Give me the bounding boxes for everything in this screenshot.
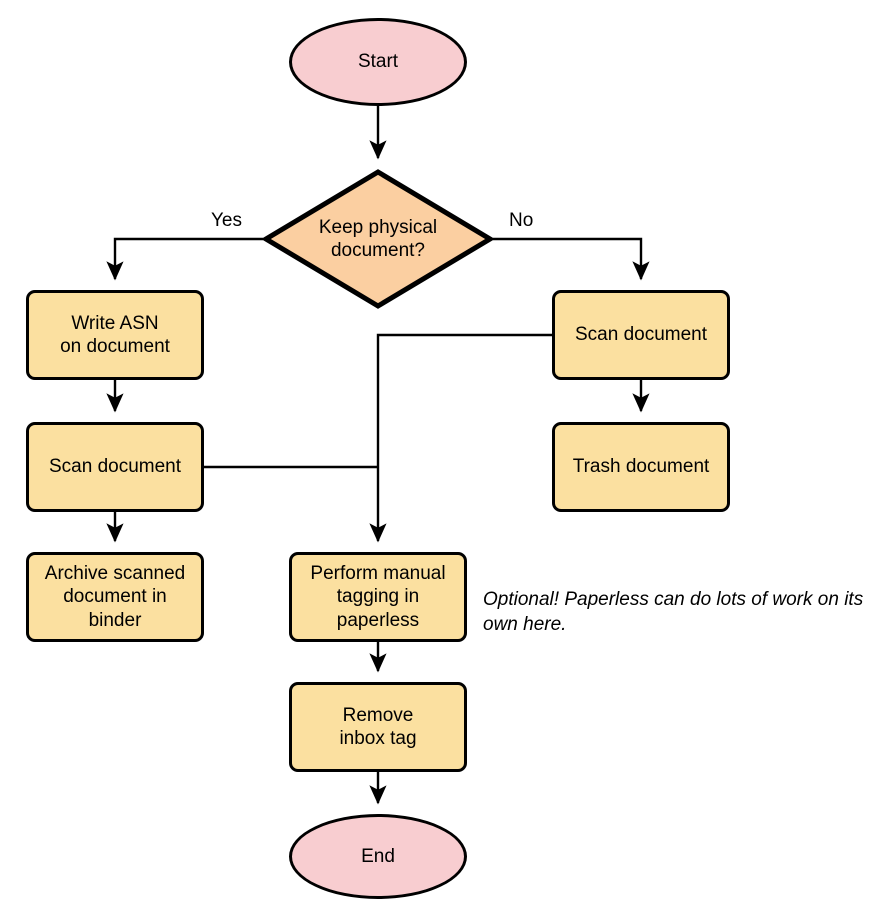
- node-keep-physical-document[interactable]: Keep physical document?: [263, 169, 493, 309]
- node-trash-document[interactable]: Trash document: [552, 422, 730, 512]
- node-start[interactable]: Start: [289, 18, 467, 106]
- node-write-asn[interactable]: Write ASN on document: [26, 290, 204, 380]
- node-end-label: End: [361, 845, 395, 867]
- edge-decision-yes-to-write-asn: [106, 237, 263, 281]
- edge-label-no: No: [509, 210, 534, 231]
- node-remove-inbox-tag[interactable]: Remove inbox tag: [289, 682, 467, 772]
- node-scan-document-left-label: Scan document: [48, 456, 182, 478]
- node-archive-in-binder[interactable]: Archive scanned document in binder: [26, 552, 204, 642]
- edge-decision-no-to-scan-right: [493, 237, 650, 281]
- node-trash-document-label: Trash document: [572, 456, 710, 478]
- annotation-optional-note: Optional! Paperless can do lots of work …: [483, 589, 864, 635]
- diamond-shape: [263, 169, 493, 309]
- node-scan-document-right[interactable]: Scan document: [552, 290, 730, 380]
- node-perform-manual-tagging[interactable]: Perform manual tagging in paperless: [289, 552, 467, 642]
- node-keep-physical-document-label: Keep physical document?: [318, 216, 438, 261]
- node-write-asn-label: Write ASN on document: [60, 312, 170, 357]
- node-end[interactable]: End: [289, 814, 467, 899]
- node-scan-document-right-label: Scan document: [574, 324, 708, 346]
- node-start-label: Start: [357, 51, 399, 73]
- node-perform-manual-tagging-label: Perform manual tagging in paperless: [310, 563, 446, 631]
- edge-scan-right-to-manual-tagging: [369, 333, 552, 543]
- node-archive-in-binder-label: Archive scanned document in binder: [44, 563, 186, 631]
- node-remove-inbox-tag-label: Remove inbox tag: [339, 704, 417, 749]
- node-scan-document-left[interactable]: Scan document: [26, 422, 204, 512]
- edge-label-yes: Yes: [211, 210, 242, 231]
